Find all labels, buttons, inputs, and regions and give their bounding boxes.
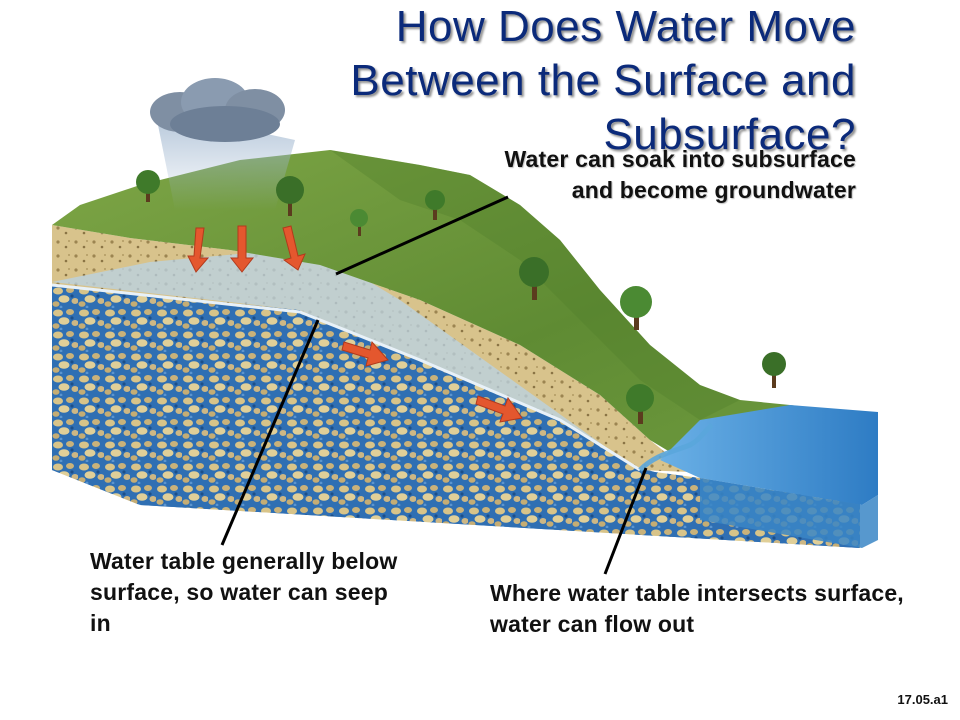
discharge-callout: Where water table intersects surface, wa…	[490, 580, 904, 637]
leader-line-water-table	[220, 319, 320, 546]
lake	[660, 405, 878, 505]
aquifer-lower-face	[52, 285, 860, 548]
tree-icon	[519, 257, 549, 300]
tree-icon	[276, 176, 304, 216]
rain-cloud-icon	[150, 78, 295, 210]
infiltration-callout: Water can soak into subsurface and becom…	[504, 146, 856, 203]
tree-icon	[762, 352, 786, 388]
seep-stream	[638, 422, 714, 472]
page-title: How Does Water Move Between the Surface …	[350, 2, 856, 159]
tree-icon	[626, 384, 654, 424]
flow-arrow-icon	[187, 225, 306, 273]
water-table-zone	[52, 252, 640, 470]
water-table-callout: Water table generally below surface, so …	[90, 548, 398, 636]
tree-icon	[136, 170, 160, 202]
tree-icon	[620, 286, 652, 330]
leader-line-infiltration	[335, 195, 509, 276]
flow-arrow-icon	[341, 340, 523, 423]
lake-front-face	[700, 478, 878, 548]
leader-line-discharge	[603, 467, 648, 575]
water-table-line	[51, 283, 641, 472]
hill-ridge-shading	[330, 150, 740, 420]
tree-icon	[425, 190, 445, 220]
tree-icon	[350, 209, 368, 236]
slide-id: 17.05.a1	[897, 692, 948, 707]
